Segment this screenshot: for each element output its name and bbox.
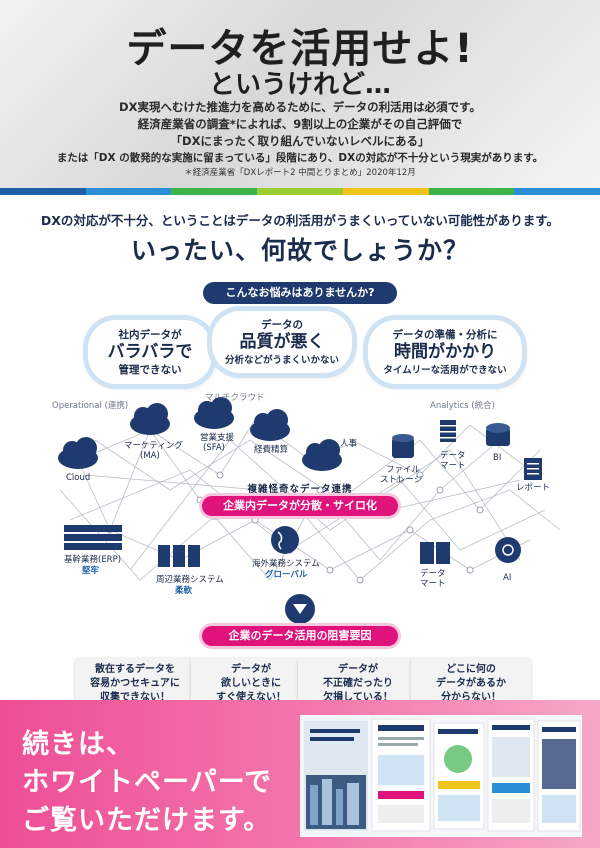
overseas-sublabel: グローバル — [265, 569, 308, 580]
obstacle-line: 散在するデータを — [95, 664, 175, 675]
lead-text: DXの対応が不十分、ということはデータの利活用がうまくいっていない可能性がありま… — [40, 213, 560, 228]
obstacle-line: データがあるか — [436, 678, 506, 689]
bubble-text-bottom: 管理できない — [118, 364, 182, 376]
down-arrow-icon — [285, 594, 315, 624]
erp-label: 基幹業務(ERP) — [64, 554, 121, 565]
database-icon — [486, 423, 510, 446]
page-subtitle: というけれど… — [208, 70, 391, 100]
stripe-segment — [428, 188, 515, 195]
question-heading: いったい、何故でしょうか？ — [130, 236, 469, 265]
globe-icon — [271, 526, 299, 554]
bubble-text-top: データの — [261, 319, 303, 331]
intro-line-3: 「DXにまったく取り組んでいないレベルにある」 — [170, 134, 430, 148]
header-section: データを活用せよ! というけれど… DX実現へむけた推進力を高めるために、データ… — [0, 0, 600, 188]
stripe-segment — [514, 188, 600, 195]
file-storage-icon — [392, 434, 414, 458]
cloud-icon — [250, 409, 290, 441]
server-icon — [420, 542, 450, 564]
bubble-text-main: 品質が悪く — [239, 332, 325, 352]
data-network-diagram: Operational (連携) マルチクラウド Analytics (統合) … — [52, 393, 561, 596]
cloud-icon — [130, 403, 170, 435]
obstacle-line: 欠損している！ — [323, 692, 393, 703]
stripe-segment — [257, 188, 343, 195]
source-note: ＊経済産業省「DXレポート2 中間とりまとめ」2020年12月 — [184, 168, 416, 178]
file-storage-label: ファイル — [386, 465, 421, 475]
bubble-text-bottom: タイムリーな活用ができない — [383, 365, 507, 376]
stripe-segment — [171, 188, 258, 195]
sales-sublabel: (SFA) — [203, 443, 225, 453]
obstacle-line: データが — [231, 664, 271, 675]
intro-line-1: DX実現へむけた推進力を高めるために、データの利活用は必須です。 — [119, 100, 481, 114]
preview-page — [433, 722, 485, 830]
analytics-label: Analytics (統合) — [430, 400, 495, 411]
preview-cover — [304, 721, 368, 831]
accounting-label: 経費精算 — [254, 444, 289, 455]
peripheral-sublabel: 柔軟 — [174, 585, 193, 596]
hr-label: 人事 — [340, 438, 358, 449]
preview-page — [487, 718, 535, 832]
cta-line-3: ご覧いただけます。 — [22, 805, 272, 836]
overseas-label: 海外業務システム — [252, 558, 320, 569]
server-icon — [440, 420, 456, 442]
obstacle-line: 欲しいときに — [221, 678, 281, 689]
data-mart-bottom-sublabel: マート — [420, 579, 446, 589]
bubble-text-main: 時間がかかり — [394, 342, 496, 362]
data-mart-bottom-label: データ — [420, 568, 446, 579]
stripe-segment — [342, 188, 429, 195]
worry-pill: こんなお悩みはありませんか? — [203, 282, 397, 304]
stripe-segment — [85, 188, 172, 195]
worry-bubble-scattered: 社内データが バラバラで 管理できない — [88, 320, 212, 384]
obstacle-pill: 企業のデータ活用の阻害要因 — [202, 626, 398, 646]
ai-brain-icon — [495, 537, 521, 563]
complex-integration-label: 複雑怪奇なデータ連携 — [247, 484, 353, 495]
ai-label: AI — [503, 573, 511, 583]
color-stripe — [0, 188, 600, 195]
obstacle-line: どこに何の — [446, 664, 496, 675]
data-mart-top-label: データ — [440, 450, 466, 461]
obstacle-line: 収集できない！ — [100, 692, 170, 703]
erp-sublabel: 堅牢 — [82, 565, 100, 576]
obstacle-line: データが — [338, 664, 378, 675]
sales-label: 営業支援 — [200, 432, 235, 443]
stripe-segment — [0, 188, 86, 195]
erp-server-icon — [64, 525, 122, 550]
report-icon — [524, 458, 542, 480]
obstacle-line: 容易かつセキュアに — [90, 678, 180, 689]
report-label: レポート — [516, 483, 550, 493]
preview-page — [537, 720, 581, 832]
bubble-text-top: データの準備・分析に — [392, 329, 498, 341]
data-mart-top-sublabel: マート — [440, 461, 466, 471]
preview-page — [371, 718, 431, 832]
obstacle-line: すぐ使えない！ — [216, 692, 286, 703]
cta-line-2: ホワイトペーパーで — [22, 767, 273, 798]
marketing-sublabel: (MA) — [140, 451, 160, 461]
bi-label: BI — [493, 453, 501, 463]
worry-bubble-time: データの準備・分析に 時間がかかり タイムリーな活用ができない — [368, 320, 522, 384]
file-storage-sublabel: ストレージ — [380, 475, 422, 485]
peripheral-server-icon — [158, 545, 200, 567]
bubble-text-main: バラバラで — [107, 342, 193, 362]
worry-bubble-quality: データの 品質が悪く 分析などがうまくいかない — [212, 311, 352, 373]
cloud-icon — [302, 439, 342, 471]
multicloud-label: マルチクラウド — [205, 393, 265, 403]
cta-line-1: 続きは、 — [22, 729, 134, 760]
bubble-text-top: 社内データが — [118, 329, 182, 341]
obstacle-line: 分からない！ — [441, 692, 501, 703]
obstacle-line: 不正確だったり — [323, 678, 393, 689]
operational-label: Operational (連携) — [52, 400, 128, 411]
page-title: データを活用せよ! — [126, 26, 474, 72]
intro-line-4: または「DX の散発的な実施に留まっている」段階にあり、DXの対応が不十分という… — [56, 152, 544, 164]
cloud-icon — [58, 437, 98, 469]
whitepaper-preview-image — [300, 715, 582, 837]
silo-pill: 企業内データが分散・サイロ化 — [202, 496, 398, 516]
bubble-text-bottom: 分析などがうまくいかない — [224, 355, 339, 366]
peripheral-label: 周辺業務システム — [156, 574, 224, 585]
intro-line-2: 経済産業省の調査*によれば、9割以上の企業がその自己評価で — [137, 117, 463, 131]
cloud-label: Cloud — [66, 473, 90, 483]
cloud-icon — [194, 397, 234, 429]
marketing-label: マーケティング — [124, 440, 183, 451]
